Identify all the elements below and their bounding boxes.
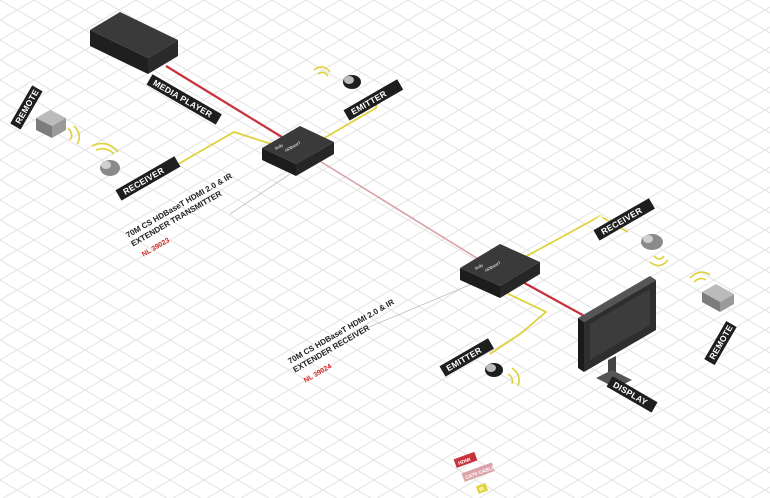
hdmi-cable-player: [165, 65, 291, 143]
caption-leader-rx: [361, 283, 473, 331]
transmitter-device: lindy HDBaseT: [262, 126, 334, 176]
tx-emitter-device: [313, 66, 361, 89]
receiver-device: lindy HDBaseT: [460, 244, 540, 298]
legend-hdmi-text: HDMI: [457, 457, 472, 467]
ir-receiver-left-device: [91, 142, 120, 176]
rx-emitter-ir-text: IR: [438, 350, 451, 363]
media-player-device: [90, 12, 178, 74]
ir-receiver-left-ir-text: IR: [115, 173, 128, 186]
remote-right-device: [689, 271, 734, 312]
rx-emitter-device: [485, 363, 520, 387]
tx-emitter-ir-text: IR: [343, 93, 356, 106]
caption-leader-tx: [229, 173, 291, 215]
transmitter-brand: lindy: [274, 142, 284, 150]
cat-cable: [309, 154, 489, 266]
legend-ir-text: IR: [479, 486, 486, 493]
legend: HDMI CAT6 CABLE IR: [453, 451, 497, 494]
receiver-brand: lindy: [474, 262, 484, 270]
ir-receiver-right-ir-text: IR: [593, 213, 606, 226]
remote-left-device: [36, 110, 81, 145]
display-device: [578, 276, 656, 388]
ir-cable-rx-emitter: [489, 285, 548, 355]
legend-hdmi: HDMI: [453, 451, 478, 468]
ir-receiver-right-device: [641, 234, 669, 267]
legend-ir: IR: [475, 482, 489, 494]
